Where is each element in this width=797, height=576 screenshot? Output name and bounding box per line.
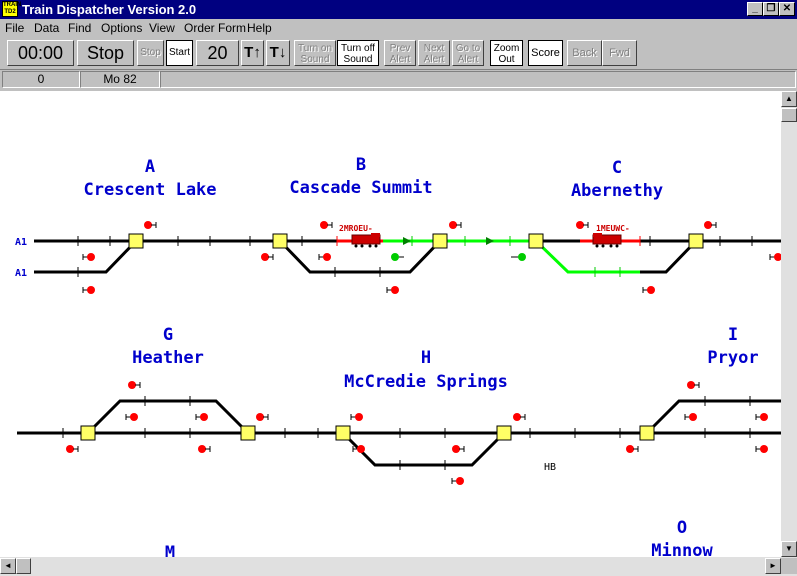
track-label-a1-side: A1 bbox=[15, 268, 27, 279]
menu-view[interactable]: View bbox=[149, 21, 175, 35]
track-label-hb: HB bbox=[544, 462, 556, 473]
zoom-out-label-2: Out bbox=[498, 54, 515, 65]
station-c-name: Abernethy bbox=[571, 181, 663, 201]
status-message bbox=[160, 71, 796, 88]
turn-off-sound-label-2: Sound bbox=[343, 54, 373, 65]
turn-on-sound-button[interactable]: Turn on Sound bbox=[294, 40, 336, 66]
minimize-button[interactable]: _ bbox=[747, 2, 763, 16]
back-button[interactable]: Back bbox=[567, 40, 602, 66]
train-2mroeu-label: 2MROEU- bbox=[339, 224, 373, 233]
station-a-letter: A bbox=[145, 157, 155, 177]
track-label-a1-main: A1 bbox=[15, 237, 27, 248]
station-m-letter: M bbox=[165, 543, 175, 557]
station-a-name: Crescent Lake bbox=[83, 180, 216, 200]
menu-data[interactable]: Data bbox=[34, 21, 60, 35]
toolbar: 00:00 Stop Stop Start 20 T↑ T↓ Turn on S… bbox=[0, 37, 797, 70]
title-bar: TRAIN TD2 Train Dispatcher Version 2.0 _… bbox=[0, 0, 797, 19]
menu-bar: File Data Find Options View Order Form H… bbox=[0, 19, 797, 37]
prev-alert-button[interactable]: Prev Alert bbox=[384, 40, 416, 66]
station-b-letter: B bbox=[356, 155, 366, 175]
scroll-down-button[interactable]: ▼ bbox=[781, 541, 797, 557]
speed-up-button[interactable]: T↑ bbox=[241, 40, 264, 66]
go-to-alert-label-2: Alert bbox=[457, 54, 479, 65]
turn-off-sound-button[interactable]: Turn off Sound bbox=[337, 40, 379, 66]
station-o-letter: O bbox=[677, 518, 687, 538]
app-icon: TRAIN TD2 bbox=[2, 1, 22, 17]
menu-find[interactable]: Find bbox=[68, 21, 92, 35]
vertical-scroll-thumb[interactable] bbox=[781, 108, 797, 122]
size-grip[interactable] bbox=[781, 558, 797, 574]
menu-options[interactable]: Options bbox=[101, 21, 143, 35]
train-1meuwc-label: 1MEUWC- bbox=[596, 224, 630, 233]
status-day: Mo 82 bbox=[80, 71, 160, 88]
speed-down-button[interactable]: T↓ bbox=[266, 40, 290, 66]
upper-track bbox=[34, 233, 781, 277]
status-bar: 0 Mo 82 bbox=[0, 70, 797, 90]
turn-on-sound-label-2: Sound bbox=[300, 54, 330, 65]
go-to-alert-button[interactable]: Go to Alert bbox=[452, 40, 484, 66]
horizontal-scroll-thumb[interactable] bbox=[16, 558, 31, 574]
train-2mroeu[interactable]: 2MROEU- bbox=[339, 224, 381, 248]
vertical-scrollbar[interactable]: ▲ ▼ bbox=[781, 91, 797, 557]
fwd-button[interactable]: Fwd bbox=[602, 40, 637, 66]
maximize-button[interactable]: ❐ bbox=[763, 2, 779, 16]
window-title: Train Dispatcher Version 2.0 bbox=[22, 2, 197, 17]
station-b-name: Cascade Summit bbox=[289, 178, 432, 198]
score-button[interactable]: Score bbox=[528, 40, 563, 66]
next-alert-button[interactable]: Next Alert bbox=[418, 40, 450, 66]
station-i-letter: I bbox=[728, 325, 738, 345]
station-h-letter: H bbox=[421, 348, 431, 368]
scroll-up-button[interactable]: ▲ bbox=[781, 91, 797, 107]
go-to-alert-label-1: Go to bbox=[455, 43, 481, 54]
next-alert-label-2: Alert bbox=[423, 54, 445, 65]
zoom-out-button[interactable]: Zoom Out bbox=[490, 40, 523, 66]
scroll-left-button[interactable]: ◄ bbox=[0, 558, 16, 574]
clock-display: 00:00 bbox=[7, 40, 74, 66]
status-count: 0 bbox=[2, 71, 80, 88]
station-o-name: Minnow bbox=[651, 541, 713, 557]
prev-alert-label-2: Alert bbox=[389, 54, 411, 65]
zoom-out-label-1: Zoom bbox=[493, 43, 520, 54]
station-g-name: Heather bbox=[132, 348, 204, 368]
stop-button[interactable]: Stop bbox=[77, 40, 134, 66]
menu-order-form[interactable]: Order Form bbox=[184, 21, 247, 35]
menu-file[interactable]: File bbox=[5, 21, 25, 35]
close-button[interactable]: ✕ bbox=[779, 2, 795, 16]
next-alert-label-1: Next bbox=[423, 43, 445, 54]
prev-alert-label-1: Prev bbox=[389, 43, 411, 54]
scroll-right-button[interactable]: ► bbox=[765, 558, 781, 574]
upper-signals[interactable] bbox=[82, 220, 781, 295]
track-map[interactable]: A Crescent Lake B Cascade Summit C Abern… bbox=[0, 91, 781, 557]
start-button[interactable]: Start bbox=[166, 40, 193, 66]
turn-off-sound-label-1: Turn off bbox=[341, 43, 375, 54]
stop-small-button[interactable]: Stop bbox=[137, 40, 164, 66]
station-c-letter: C bbox=[612, 158, 622, 178]
station-i-name: Pryor bbox=[707, 348, 758, 368]
menu-help[interactable]: Help bbox=[247, 21, 272, 35]
speed-display: 20 bbox=[196, 40, 239, 66]
station-g-letter: G bbox=[163, 325, 173, 345]
lower-track bbox=[17, 396, 781, 470]
turn-on-sound-label-1: Turn on bbox=[297, 43, 333, 54]
horizontal-scrollbar[interactable]: ◄ ► bbox=[0, 557, 797, 576]
station-h-name: McCredie Springs bbox=[344, 372, 508, 392]
train-1meuwc[interactable]: 1MEUWC- bbox=[592, 224, 630, 248]
